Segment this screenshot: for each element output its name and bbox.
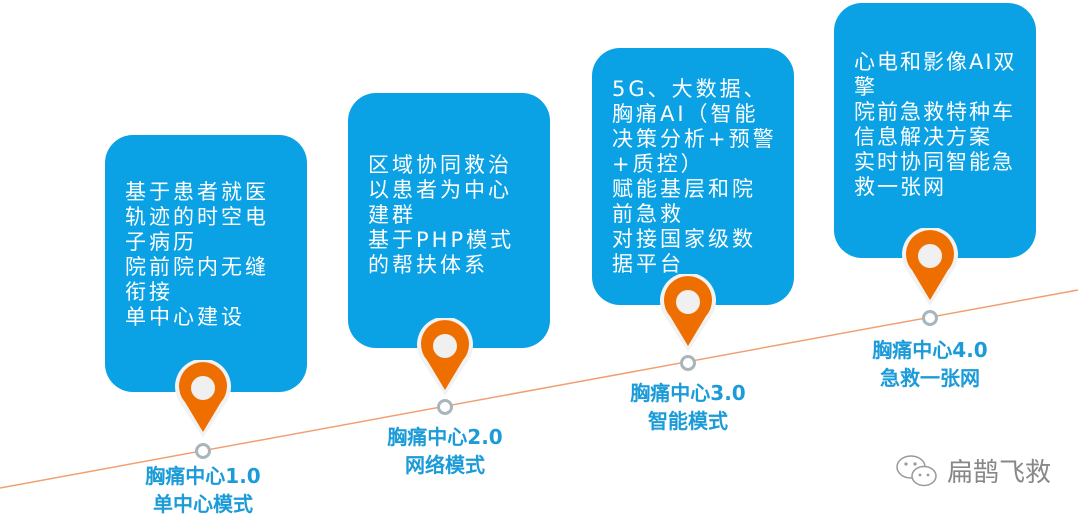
stage-2-box: 区域协同救治 以患者为中心 建群 基于PHP模式 的帮扶体系 [348, 93, 550, 348]
box-line: 擎 [854, 75, 877, 99]
stage-title: 胸痛中心2.0 [387, 425, 503, 449]
box-line: 决策分析+预警 [612, 127, 777, 151]
box-line: 据平台 [612, 252, 684, 276]
box-line: 实时协同智能急 [854, 150, 1015, 174]
stage-1-label: 胸痛中心1.0 单中心模式 [103, 462, 303, 518]
timeline-node [680, 355, 696, 371]
box-line: 信息解决方案 [854, 125, 992, 149]
box-line: 5G、大数据、 [612, 77, 768, 101]
stage-2-label: 胸痛中心2.0 网络模式 [345, 423, 545, 479]
box-line: 赋能基层和院 [612, 177, 756, 201]
box-line: 基于PHP模式 [368, 228, 515, 252]
watermark-text: 扁鹊飞救 [947, 458, 1052, 488]
stage-1-box: 基于患者就医 轨迹的时空电 子病历 院前院内无缝 衔接 单中心建设 [105, 135, 307, 392]
map-pin-icon [902, 228, 958, 306]
timeline-node [195, 443, 211, 459]
box-line: 轨迹的时空电 [125, 205, 269, 229]
stage-title: 胸痛中心4.0 [872, 338, 988, 362]
stage-4-box: 心电和影像AI双 擎 院前急救特种车 信息解决方案 实时协同智能急 救一张网 [834, 3, 1036, 258]
box-line: +质控） [612, 152, 705, 176]
wechat-icon [896, 454, 937, 486]
box-line: 子病历 [125, 230, 197, 254]
box-line: 胸痛AI（智能 [612, 102, 759, 126]
map-pin-icon [175, 360, 231, 438]
box-line: 救一张网 [854, 175, 946, 199]
box-line: 基于患者就医 [125, 180, 269, 204]
timeline-node [437, 399, 453, 415]
map-pin-icon [417, 318, 473, 396]
stage-3-box: 5G、大数据、 胸痛AI（智能 决策分析+预警 +质控） 赋能基层和院 前急救 … [592, 48, 794, 305]
box-line: 心电和影像AI双 [854, 50, 1017, 74]
stage-title: 胸痛中心1.0 [145, 464, 261, 488]
stage-subtitle: 网络模式 [405, 453, 485, 477]
box-line: 前急救 [612, 202, 684, 226]
timeline-node [922, 310, 938, 326]
stage-subtitle: 单中心模式 [153, 492, 253, 516]
box-line: 衔接 [125, 280, 173, 304]
box-line: 建群 [368, 203, 416, 227]
box-line: 院前院内无缝 [125, 255, 269, 279]
stage-title: 胸痛中心3.0 [630, 381, 746, 405]
box-line: 单中心建设 [125, 305, 245, 329]
box-line: 院前急救特种车 [854, 100, 1015, 124]
stage-3-label: 胸痛中心3.0 智能模式 [588, 379, 788, 435]
stage-subtitle: 急救一张网 [880, 366, 980, 390]
map-pin-icon [660, 274, 716, 352]
watermark: 扁鹊飞救 [895, 452, 1051, 489]
box-line: 区域协同救治 [368, 153, 512, 177]
stage-subtitle: 智能模式 [648, 409, 728, 433]
stage-4-label: 胸痛中心4.0 急救一张网 [830, 336, 1030, 392]
box-line: 对接国家级数 [612, 227, 756, 251]
box-line: 以患者为中心 [368, 178, 512, 202]
box-line: 的帮扶体系 [368, 253, 488, 277]
